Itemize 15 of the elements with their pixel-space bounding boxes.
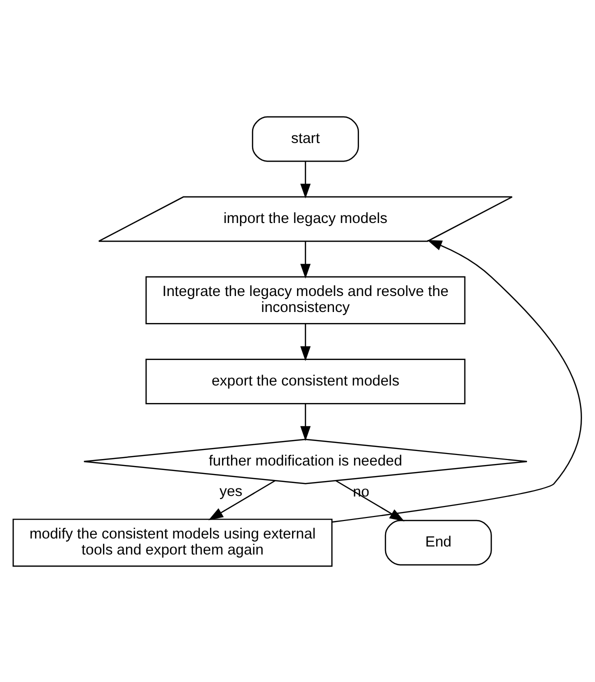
edge-label: yes	[219, 483, 242, 500]
arrow	[300, 240, 311, 278]
node-box: export the consistent models	[145, 358, 466, 404]
node-box: Integrate the legacy models and resolve the inconsistency	[145, 276, 466, 324]
arrow	[208, 480, 276, 520]
arrow	[332, 240, 582, 522]
arrow	[336, 480, 404, 521]
node-box: modify the consistent models using external tools and export them again	[12, 518, 333, 566]
node-box: End	[384, 519, 492, 565]
node-box: start	[252, 116, 359, 162]
arrow	[300, 323, 311, 361]
node-diamond: further modification is needed	[83, 438, 528, 484]
arrow	[300, 403, 311, 440]
edge-label: no	[352, 484, 370, 500]
arrow	[300, 161, 311, 198]
